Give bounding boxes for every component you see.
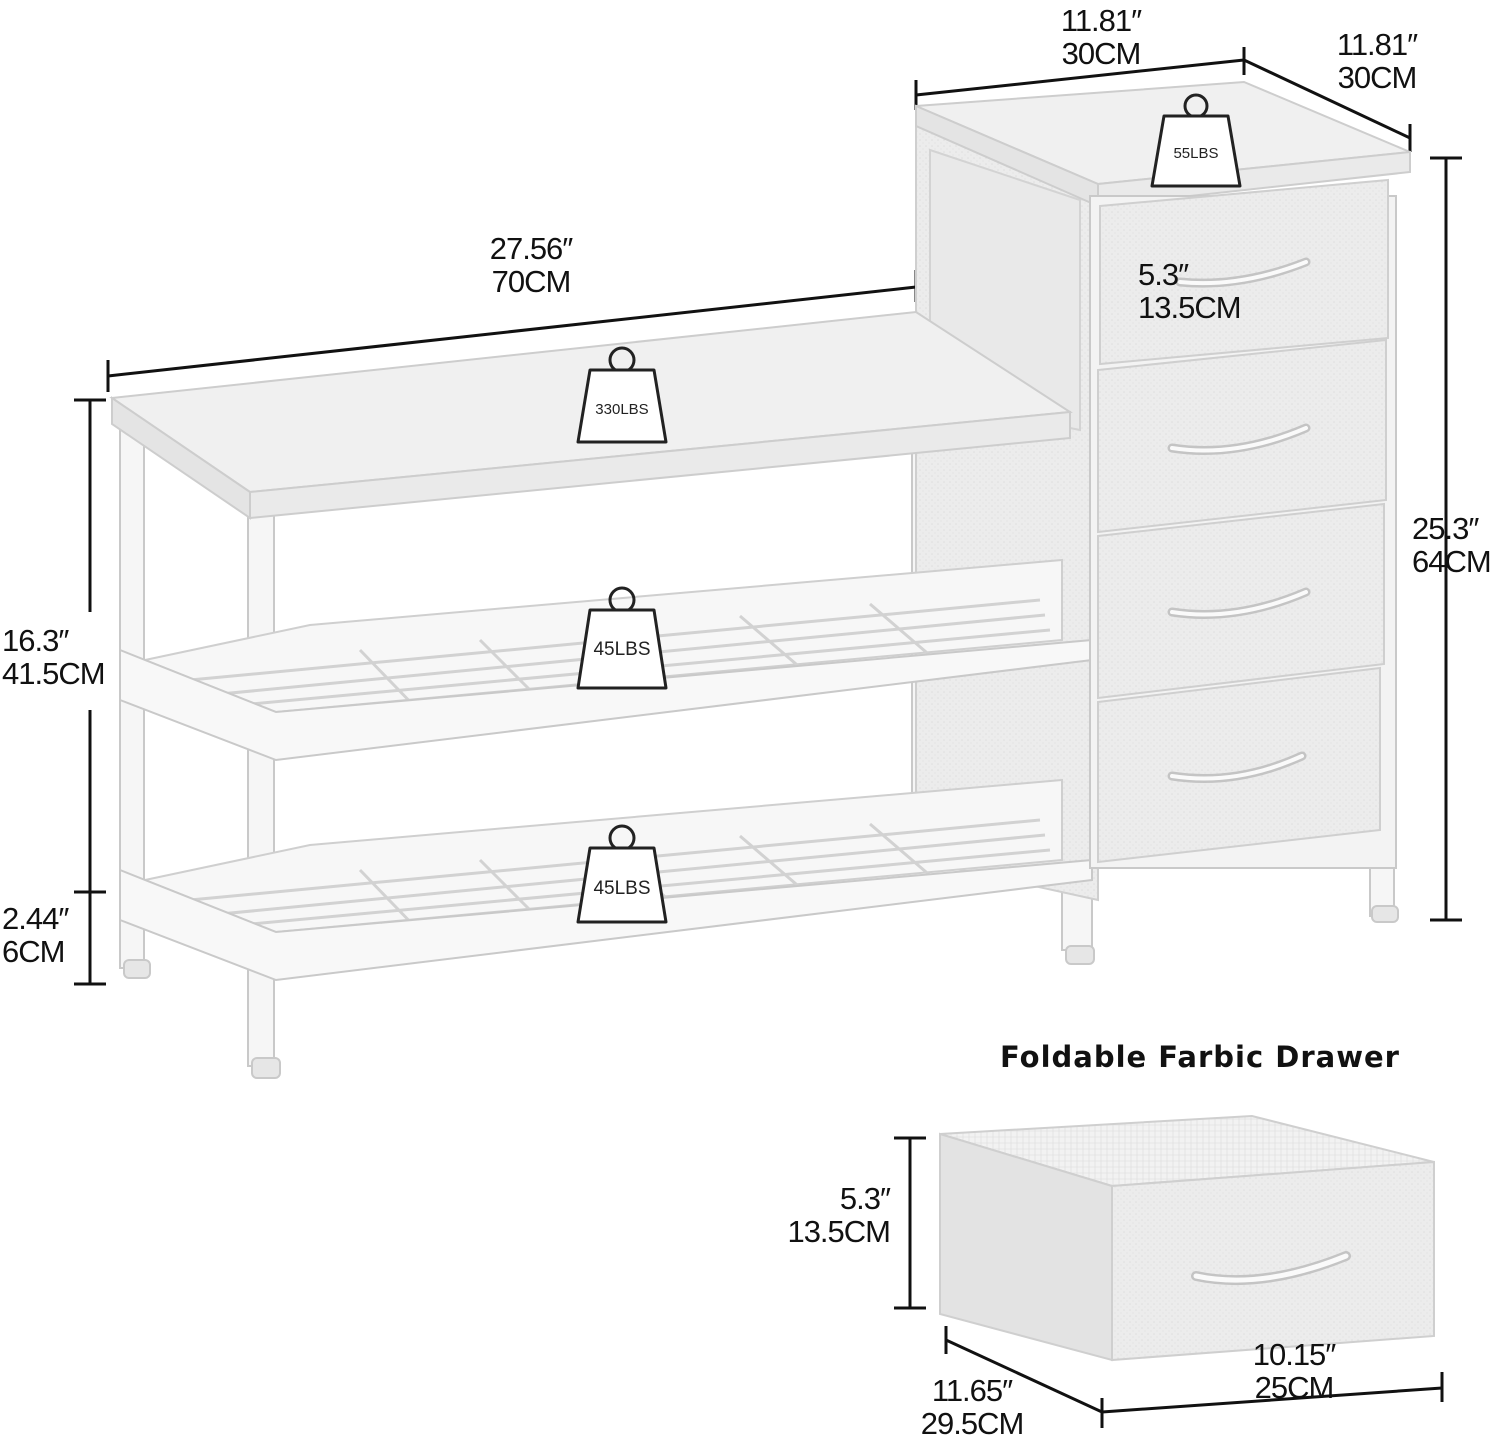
cabinet-depth-inches: 11.81″ bbox=[1336, 27, 1418, 62]
weight-icon-bench-top: 330LBS bbox=[576, 346, 668, 444]
weight-label-bottom-shelf: 45LBS bbox=[593, 878, 650, 899]
bench-height-label: 16.3″ 41.5CM bbox=[2, 623, 106, 691]
cabinet-depth-cm: 30CM bbox=[1337, 60, 1418, 95]
bench-width-inches: 27.56″ bbox=[489, 231, 574, 266]
total-height-cm: 64CM bbox=[1412, 544, 1492, 579]
leg-height-label: 2.44″ 6CM bbox=[2, 901, 69, 969]
bench-width-label: 27.56″ 70CM bbox=[466, 232, 596, 298]
weight-icon-bottom-shelf: 45LBS bbox=[576, 824, 668, 924]
cabinet-width-inches: 11.81″ bbox=[1060, 3, 1142, 38]
bench-width-cm: 70CM bbox=[491, 264, 572, 299]
loose-drawer-depth-cm: 29.5CM bbox=[920, 1406, 1025, 1441]
leg-height-cm: 6CM bbox=[2, 934, 65, 969]
weight-icon-middle-shelf: 45LBS bbox=[576, 586, 668, 690]
loose-drawer-depth-inches: 11.65″ bbox=[931, 1373, 1013, 1408]
drawer-height-cm: 13.5CM bbox=[1138, 290, 1242, 325]
leg-height-inches: 2.44″ bbox=[2, 901, 69, 936]
total-height-inches: 25.3″ bbox=[1412, 511, 1479, 546]
dimension-lines bbox=[74, 47, 1462, 1428]
cabinet-width-cm: 30CM bbox=[1061, 36, 1142, 71]
loose-drawer-depth-label: 11.65″ 29.5CM bbox=[902, 1374, 1042, 1440]
loose-fabric-drawer bbox=[939, 1114, 1435, 1362]
loose-drawer-width-label: 10.15″ 25CM bbox=[1224, 1338, 1364, 1404]
drawer-height-label: 5.3″ 13.5CM bbox=[1138, 257, 1242, 325]
bench-height-inches: 16.3″ bbox=[2, 623, 69, 658]
loose-drawer-height-inches: 5.3″ bbox=[839, 1181, 891, 1216]
loose-drawer-height-cm: 13.5CM bbox=[787, 1214, 891, 1249]
loose-drawer-width-cm: 25CM bbox=[1254, 1370, 1335, 1405]
bench-height-cm: 41.5CM bbox=[2, 656, 106, 691]
drawers bbox=[1097, 178, 1389, 864]
total-height-label: 25.3″ 64CM bbox=[1412, 511, 1492, 579]
fabric-drawer-heading: Foldable Farbic Drawer bbox=[1000, 1040, 1400, 1074]
drawer-height-inches: 5.3″ bbox=[1138, 257, 1189, 292]
weight-icon-cabinet-top: 55LBS bbox=[1150, 93, 1242, 188]
weight-label-bench-top: 330LBS bbox=[595, 401, 648, 418]
weight-label-cabinet-top: 55LBS bbox=[1173, 145, 1218, 162]
cabinet-width-label: 11.81″ 30CM bbox=[1036, 4, 1166, 70]
weight-label-middle-shelf: 45LBS bbox=[593, 639, 650, 660]
loose-drawer-width-inches: 10.15″ bbox=[1252, 1337, 1337, 1372]
drawer-handles-inner bbox=[1170, 260, 1308, 781]
cabinet-side-panel bbox=[915, 116, 1099, 902]
cabinet-depth-label: 11.81″ 30CM bbox=[1312, 28, 1442, 94]
loose-drawer-height-label: 5.3″ 13.5CM bbox=[750, 1181, 891, 1249]
